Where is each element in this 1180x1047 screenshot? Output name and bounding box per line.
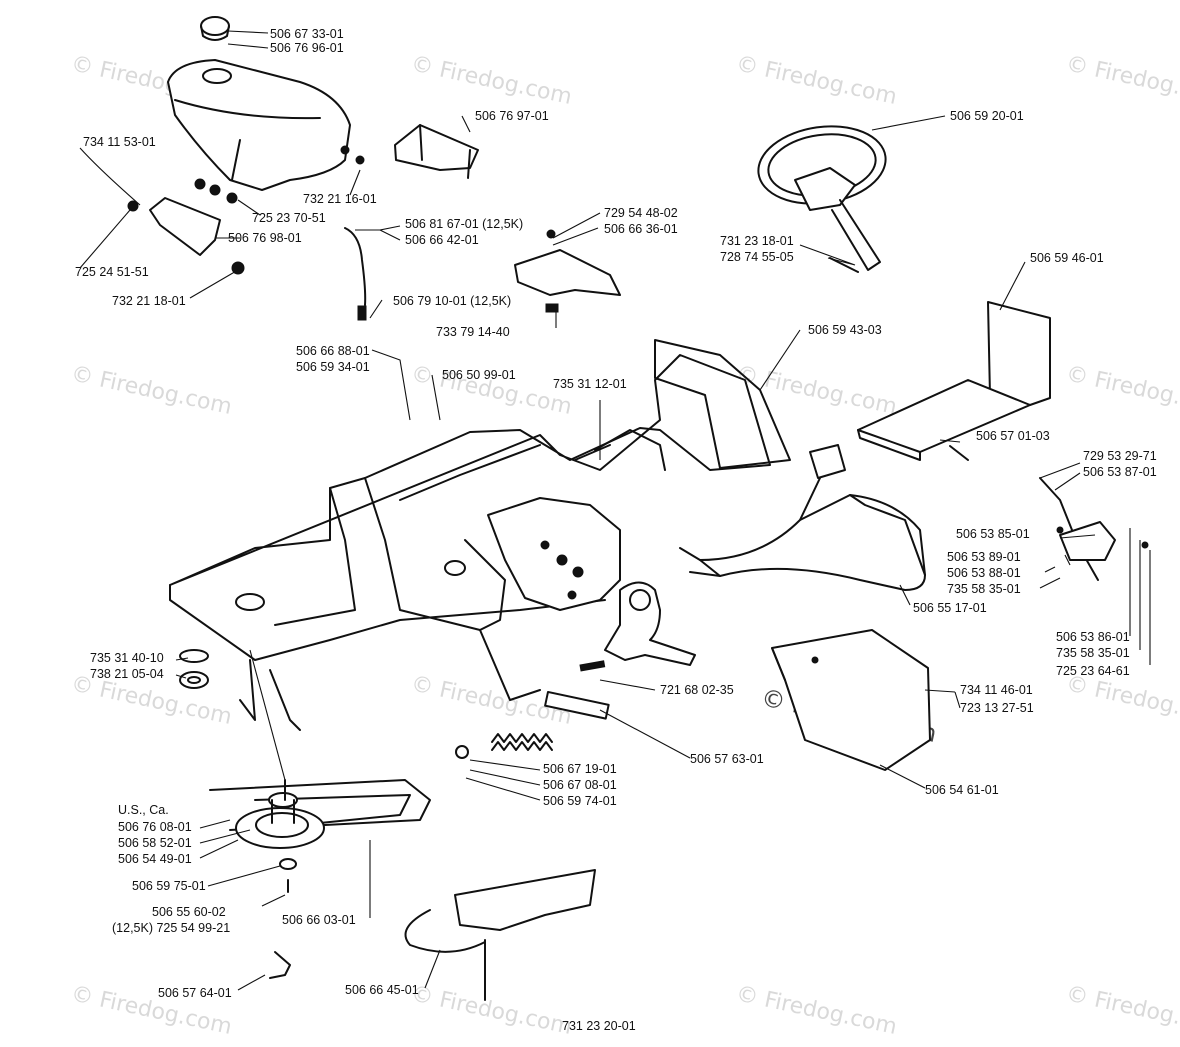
steering-wheel-drawing — [757, 125, 887, 273]
part-label: 731 23 20-01 — [562, 1019, 636, 1033]
part-label: U.S., Ca. — [118, 803, 169, 817]
part-label: 725 23 70-51 — [252, 211, 326, 225]
part-label: 729 53 29-71 — [1083, 449, 1157, 463]
part-label: 506 53 86-01 — [1056, 630, 1130, 644]
seat-plate-drawing — [514, 229, 621, 313]
part-label: 732 21 16-01 — [303, 192, 377, 206]
watermark: © Firedog.com — [1064, 51, 1180, 109]
part-label: 506 54 49-01 — [118, 852, 192, 866]
part-label: 506 50 99-01 — [442, 368, 516, 382]
watermark: © Firedog.com — [1064, 361, 1180, 419]
part-label: 506 76 97-01 — [475, 109, 549, 123]
tank-bolts-drawing — [194, 145, 365, 204]
fuel-tank-drawing — [167, 59, 351, 191]
tank-bracket-drawing — [394, 124, 479, 179]
part-label: 735 58 35-01 — [1056, 646, 1130, 660]
leader-lines — [79, 30, 1151, 991]
tank-strap-drawing — [127, 197, 245, 275]
frame-drawing — [169, 339, 791, 731]
fuel-cap-drawing — [200, 16, 230, 41]
part-label: 735 58 35-01 — [947, 582, 1021, 596]
part-label: 506 81 67-01 (12,5K) — [405, 217, 523, 231]
part-label: 506 67 19-01 — [543, 762, 617, 776]
bearing-drawing — [179, 649, 209, 689]
part-label: 506 66 42-01 — [405, 233, 479, 247]
gear-box-drawing — [487, 497, 621, 611]
watermark: © Firedog.com — [1064, 671, 1180, 729]
rod-drawing — [1039, 477, 1149, 581]
part-label: 731 23 18-01 — [720, 234, 794, 248]
watermark: © Firedog.com — [409, 51, 574, 109]
watermark: © Firedog.com — [734, 361, 899, 419]
part-label: 506 66 88-01 — [296, 344, 370, 358]
watermark: © Firedog.com — [1064, 981, 1180, 1039]
part-label: 506 58 52-01 — [118, 836, 192, 850]
part-label: 506 59 74-01 — [543, 794, 617, 808]
part-label: 506 54 61-01 — [925, 783, 999, 797]
part-label: 506 59 75-01 — [132, 879, 206, 893]
part-label: 733 79 14-40 — [436, 325, 510, 339]
part-label: 506 76 98-01 — [228, 231, 302, 245]
watermark: © Firedog.com — [734, 51, 899, 109]
steering-arm-drawing — [604, 581, 696, 666]
part-labels: 506 67 33-01 506 76 96-01 506 76 97-01 7… — [75, 27, 1157, 1033]
part-label: 506 79 10-01 (12,5K) — [393, 294, 511, 308]
part-label: (12,5K) 725 54 99-21 — [112, 921, 230, 935]
part-label: 506 59 46-01 — [1030, 251, 1104, 265]
part-label: 506 55 60-02 — [152, 905, 226, 919]
part-label: 506 67 08-01 — [543, 778, 617, 792]
pulley-belt-drawing — [209, 779, 431, 893]
part-label: 506 59 20-01 — [950, 109, 1024, 123]
part-label: 506 57 63-01 — [690, 752, 764, 766]
part-label: 725 23 64-61 — [1056, 664, 1130, 678]
part-label: 506 59 34-01 — [296, 360, 370, 374]
watermark: © Firedog.com — [409, 981, 574, 1039]
part-label: 506 53 85-01 — [956, 527, 1030, 541]
part-label: 734 11 53-01 — [83, 135, 156, 149]
throttle-cable-drawing — [344, 227, 367, 321]
part-label: 506 66 36-01 — [604, 222, 678, 236]
part-label: 506 59 43-03 — [808, 323, 882, 337]
part-label: 738 21 05-04 — [90, 667, 164, 681]
part-label: 506 66 03-01 — [282, 913, 356, 927]
watermark: © Firedog.com — [734, 981, 899, 1039]
spring-drawing — [455, 660, 610, 759]
part-label: 506 67 33-01 — [270, 27, 344, 41]
part-label: 721 68 02-35 — [660, 683, 734, 697]
part-label: 734 11 46-01 — [960, 683, 1033, 697]
part-label: 729 54 48-02 — [604, 206, 678, 220]
part-label: 506 57 64-01 — [158, 986, 232, 1000]
part-label: 506 57 01-03 — [976, 429, 1050, 443]
part-label: 506 53 88-01 — [947, 566, 1021, 580]
part-label: 506 76 96-01 — [270, 41, 344, 55]
part-label: 506 66 45-01 — [345, 983, 419, 997]
pedal-tube-drawing — [574, 429, 926, 591]
watermark: © Firedog.com — [69, 361, 234, 419]
part-label: 725 24 51-51 — [75, 265, 149, 279]
part-label: 506 53 89-01 — [947, 550, 1021, 564]
belt-guide-drawing — [269, 869, 596, 1001]
part-label: 732 21 18-01 — [112, 294, 186, 308]
part-label: 723 13 27-51 — [960, 701, 1034, 715]
seat-drawing — [857, 301, 1051, 461]
part-label: 735 31 40-10 — [90, 651, 164, 665]
part-label: 506 76 08-01 — [118, 820, 192, 834]
part-label: 728 74 55-05 — [720, 250, 794, 264]
cover-drawing — [771, 629, 931, 771]
part-label: 506 53 87-01 — [1083, 465, 1157, 479]
part-label: 506 55 17-01 — [913, 601, 987, 615]
part-label: 735 31 12-01 — [553, 377, 627, 391]
